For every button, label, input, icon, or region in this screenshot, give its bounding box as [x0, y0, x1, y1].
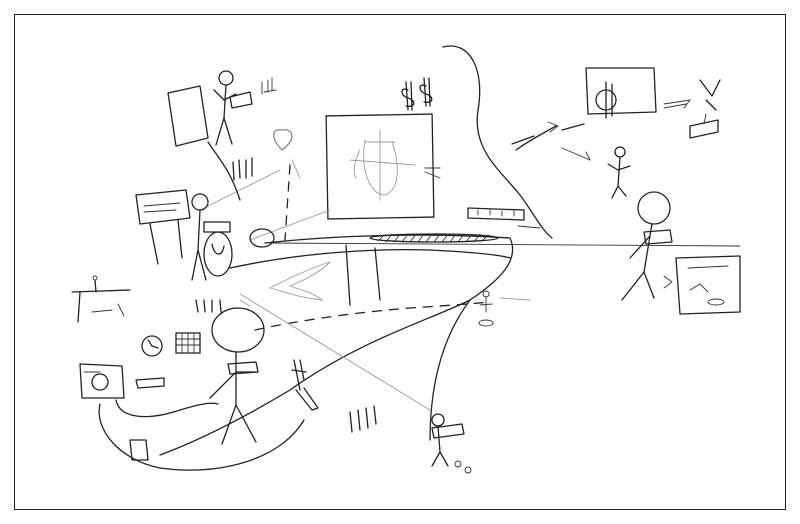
- scribble-bars-bottom: [349, 405, 377, 433]
- small-figure-right: [478, 290, 531, 327]
- calendar-icon: [175, 332, 201, 354]
- device-screen-left: [79, 363, 165, 399]
- heart-dashed-line: [284, 164, 291, 241]
- stage-floor-edge: [159, 234, 514, 456]
- stage-dashed-line: [254, 301, 491, 331]
- large-stick-figure: [209, 307, 265, 445]
- wavy-divider-line: [442, 45, 553, 239]
- loop-arrow-bottom: [98, 403, 305, 471]
- stage-right-edge: [429, 299, 471, 441]
- heart-shape: [273, 129, 293, 151]
- loop-arrow-left: [115, 399, 219, 418]
- central-wall-panel: [325, 113, 441, 220]
- clock-icon: [141, 335, 163, 357]
- arrow-to-screen: [515, 125, 557, 151]
- gun-figure: [291, 359, 319, 411]
- hatched-rail: [369, 233, 499, 243]
- diagonal-sight-line: [239, 293, 431, 411]
- double-arrow: [663, 99, 692, 109]
- cup-icon: [129, 439, 149, 461]
- curve-from-figure: [207, 141, 241, 201]
- scribble-bars: [232, 157, 253, 181]
- stage-columns: [345, 244, 381, 306]
- sign-board-left: [135, 189, 191, 265]
- ruler-bar: [467, 207, 541, 229]
- sight-lines-upper: [199, 169, 331, 241]
- stick-figure-top: [213, 70, 277, 146]
- figure-bottom-center: [431, 413, 472, 474]
- figure-with-device: [191, 193, 233, 281]
- center-dollar-signs: [401, 77, 433, 111]
- long-horizontal-line: [269, 242, 741, 247]
- device-screen-right: [675, 255, 741, 315]
- whiteboard-frame: [14, 14, 786, 510]
- left-table: [71, 275, 131, 323]
- large-figure-right: [621, 191, 673, 301]
- small-ellipse: [249, 228, 275, 248]
- scribble-marks-2: [195, 299, 222, 313]
- stick-figure-right-top: [607, 146, 631, 199]
- panel-top-left: [167, 85, 209, 147]
- screen-panel-top-right: [585, 67, 657, 119]
- splash-sketch: [268, 261, 331, 301]
- stage-floor-back: [229, 249, 511, 269]
- pointer-glyph: [689, 79, 721, 139]
